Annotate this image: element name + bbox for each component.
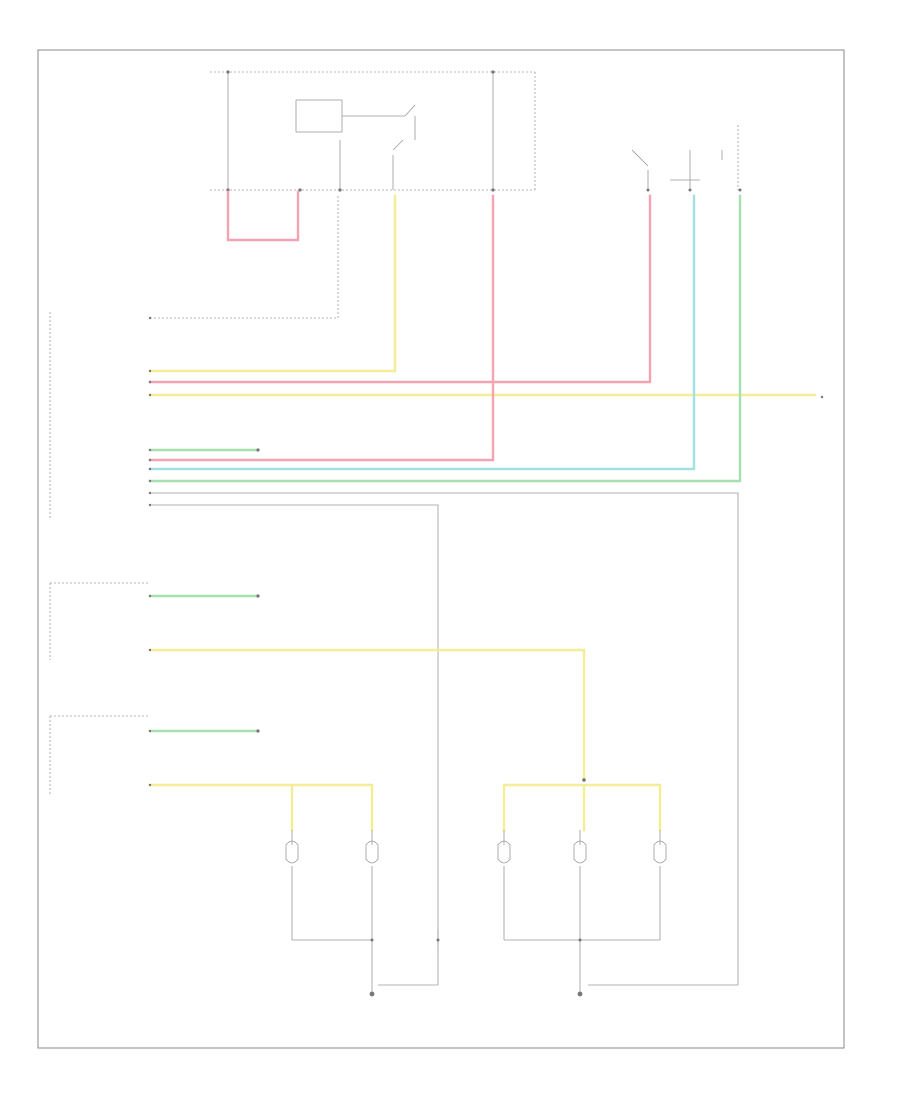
lamp-2-icon (365, 830, 379, 985)
lamp-4-icon (573, 830, 587, 985)
lamp-group-right (497, 778, 667, 985)
diagram-border (37, 49, 845, 1049)
ground-left-icon (369, 985, 375, 997)
connector-terminals (148, 316, 824, 787)
wire-green (148, 194, 742, 483)
wire-yellow-left-group (148, 783, 374, 832)
lamp-5-icon (653, 830, 667, 940)
wire-gray-top (150, 196, 339, 319)
lamp-3-icon (497, 830, 511, 940)
fuse-block (210, 70, 536, 192)
relay-icon (295, 99, 343, 133)
wire-pink-loop (226, 190, 300, 242)
wire-yellow-right-group (502, 783, 662, 832)
ground-right-icon (577, 985, 583, 997)
lamp-group-left (285, 830, 440, 985)
wire-gray-ground-1 (150, 492, 739, 986)
wire-cyan (148, 194, 696, 471)
wire-yellow-headlamp (148, 648, 586, 782)
wire-yellow-panel (148, 194, 397, 373)
wire-gray-ground-2 (150, 504, 439, 986)
ignition-switch (631, 125, 742, 192)
lamp-1-icon (285, 830, 299, 940)
wire-pink-park (148, 194, 652, 384)
wire-pink-battery (148, 194, 495, 462)
